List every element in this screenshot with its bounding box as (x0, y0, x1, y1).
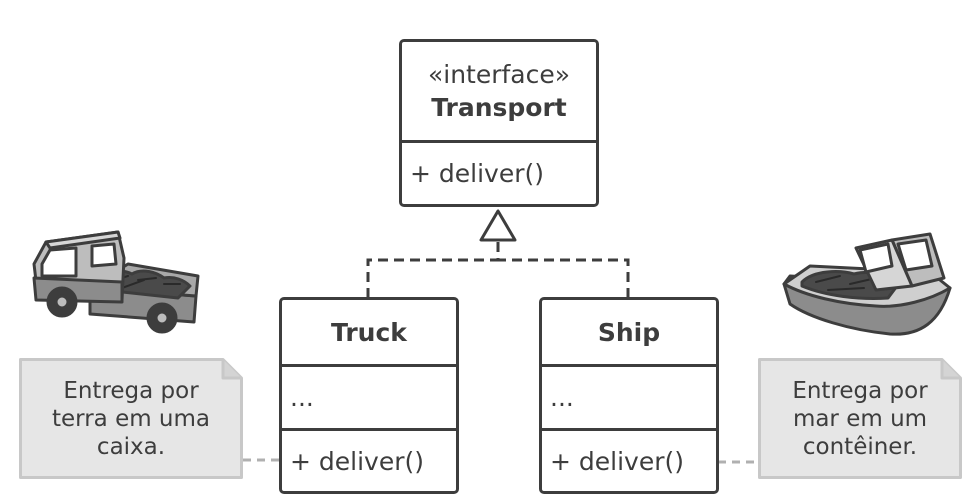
note-shape (758, 358, 962, 479)
ship-note-text: Entrega por mar em um contêiner. (792, 377, 928, 460)
truck-class-box: Truck ... + deliver() (279, 297, 459, 494)
realization-arrowhead (479, 209, 517, 242)
realization-line-ship (498, 258, 630, 298)
ship-class-fields: ... (542, 364, 716, 428)
truck-icon (32, 230, 200, 334)
ship-class-box: Ship ... + deliver() (539, 297, 719, 494)
ship-note: Entrega por mar em um contêiner. (758, 358, 962, 479)
realization-line-truck (366, 241, 500, 298)
truck-note-text: Entrega por terra em uma caixa. (51, 377, 211, 460)
ship-class-method: + deliver() (542, 428, 716, 491)
truck-class-name: Truck (331, 317, 407, 347)
interface-header: «interface» Transport (402, 42, 596, 140)
ship-class-name: Ship (597, 317, 661, 347)
note-shape (19, 358, 243, 479)
boat-icon (782, 232, 952, 336)
truck-class-method: + deliver() (282, 428, 456, 491)
truck-note: Entrega por terra em uma caixa. (19, 358, 243, 479)
truck-class-fields: ... (282, 364, 456, 428)
interface-name: Transport (431, 93, 567, 122)
interface-method: + deliver() (402, 140, 596, 204)
interface-stereotype: «interface» (427, 60, 571, 89)
transport-interface-box: «interface» Transport + deliver() (399, 39, 599, 207)
